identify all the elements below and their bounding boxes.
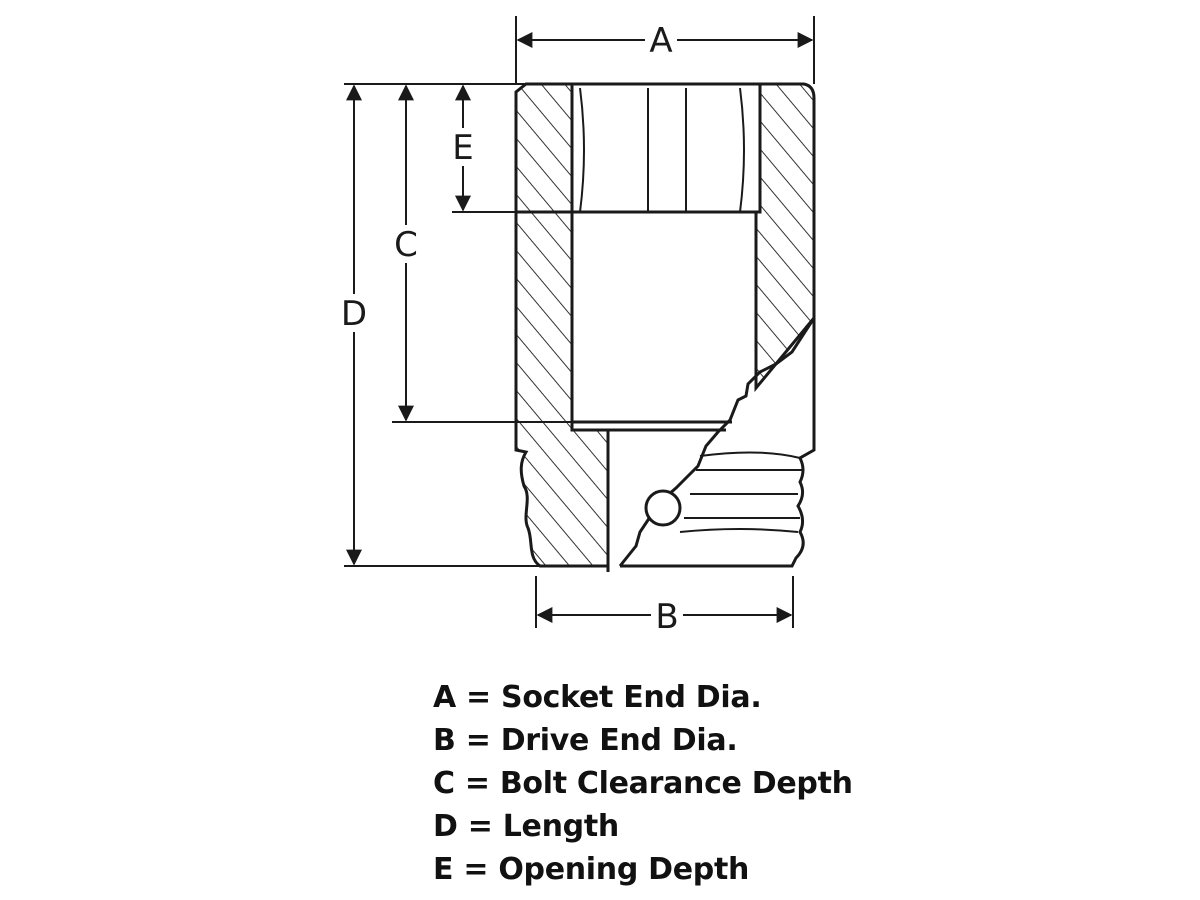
legend-item-c: C = Bolt Clearance Depth xyxy=(433,766,853,801)
dimension-d-label: D xyxy=(341,294,367,334)
socket-opening xyxy=(516,82,760,214)
legend-item-e: E = Opening Depth xyxy=(433,852,750,887)
legend-item-b: B = Drive End Dia. xyxy=(433,723,738,758)
socket-left-wall xyxy=(514,82,610,568)
drive-recess xyxy=(606,428,804,572)
bolt-clearance-bore xyxy=(570,212,758,424)
dimension-a-label: A xyxy=(649,21,672,61)
legend-item-a: A = Socket End Dia. xyxy=(433,680,762,715)
dimension-b-label: B xyxy=(655,597,678,637)
break-line xyxy=(618,317,816,567)
legend-item-d: D = Length xyxy=(433,809,619,844)
extension-lines xyxy=(344,16,815,628)
socket-cross-section-diagram: A B E C D xyxy=(339,16,816,637)
socket-right-wall xyxy=(754,82,816,393)
dimension-c-label: C xyxy=(394,225,418,265)
detent-ball xyxy=(644,489,682,527)
dimension-e-label: E xyxy=(452,128,473,168)
dimension-legend: A = Socket End Dia. B = Drive End Dia. C… xyxy=(433,676,853,891)
